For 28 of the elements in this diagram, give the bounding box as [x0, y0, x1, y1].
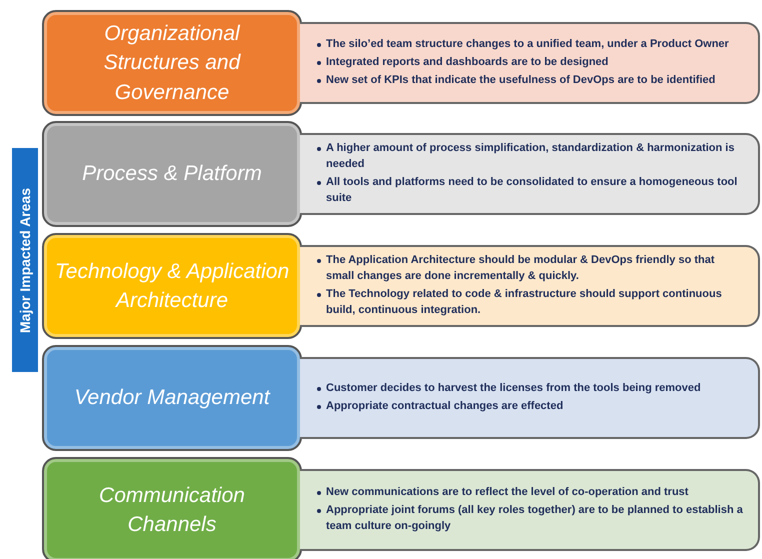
bullet-text: New set of KPIs that indicate the usefulness of DevOps are to be identified	[326, 72, 716, 88]
bullet-text: Integrated reports and dashboards are to be designed	[326, 55, 610, 70]
bullet-text: Customer decides to harvest the licenses from the tools being removed	[326, 381, 702, 396]
category-title: Organizational Structures and Governance	[102, 20, 242, 106]
bullet-text: New communications are to reflect the level of co-operation and trust	[326, 485, 690, 500]
bullet-text: The Application Architecture should be modular & DevOps friendly so that small changes are done incrementally & quickly.	[326, 253, 716, 284]
banner-title: Major Impacted Areas	[17, 188, 33, 332]
description-box	[300, 357, 760, 439]
category-title: Vendor Management	[74, 385, 270, 412]
description-box	[300, 22, 760, 104]
category-box	[42, 345, 302, 451]
category-title: Process & Platform	[82, 161, 262, 188]
description-box	[300, 469, 760, 551]
bullet-text: The silo’ed team structure changes to a unified team, under a Product Owner	[326, 37, 730, 52]
category-box	[42, 233, 302, 339]
category-box	[42, 10, 302, 116]
bullet-text: The Technology related to code & infrastructure should support continuous build, continuous integration.	[326, 287, 723, 318]
bullet-text: A higher amount of process simplification, standardization & harmonization is needed	[326, 141, 736, 172]
description-box	[300, 133, 760, 215]
bullet-text: Appropriate contractual changes are effected	[326, 399, 564, 414]
bullet-text: All tools and platforms need to be consolidated to ensure a homogeneous tool suite	[326, 175, 738, 206]
bullet-text: Appropriate joint forums (all key roles together) are to be planned to establish a team culture on-goingly	[326, 503, 744, 534]
category-title: Technology & Application Architecture	[54, 258, 290, 314]
description-box	[300, 245, 760, 327]
category-title: Communication Channels	[98, 482, 246, 538]
category-box	[42, 457, 302, 559]
category-box	[42, 121, 302, 227]
side-banner	[12, 148, 38, 372]
